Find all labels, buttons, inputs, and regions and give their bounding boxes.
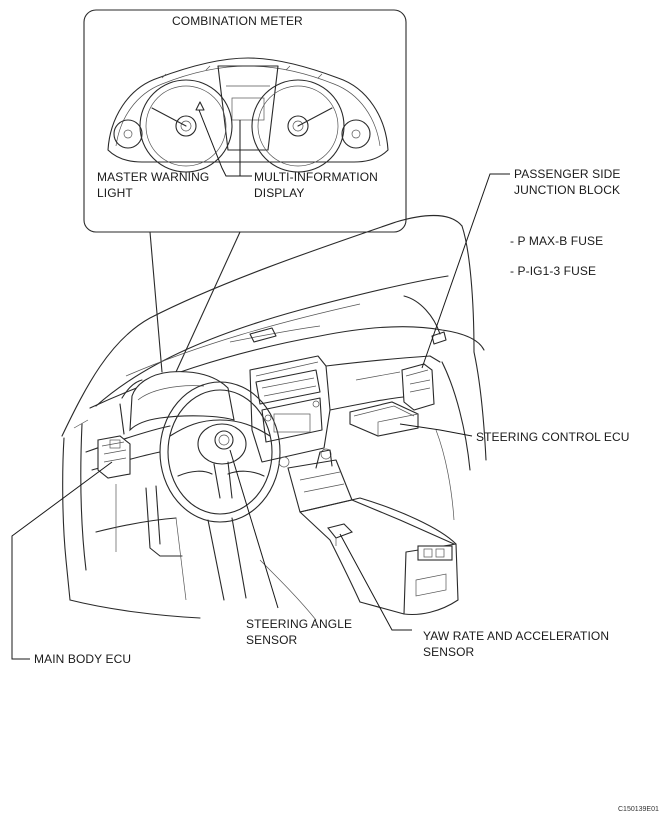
p-ig1-3-fuse-label: - P-IG1-3 FUSE — [510, 264, 597, 278]
main-body-ecu-label: MAIN BODY ECU — [34, 652, 132, 666]
combination-meter-callout — [83, 9, 407, 373]
master-warning-light-label-line1: MASTER WARNING — [97, 170, 210, 184]
leader-lines — [11, 173, 510, 660]
yaw-rate-sensor-label-line2: SENSOR — [423, 645, 475, 659]
passenger-side-junction-block-label-line2: JUNCTION BLOCK — [514, 183, 621, 197]
steering-angle-sensor-label-line1: STEERING ANGLE — [246, 617, 353, 631]
steering-control-ecu-label: STEERING CONTROL ECU — [476, 430, 630, 444]
combination-meter-label: COMBINATION METER — [172, 14, 303, 28]
steering-angle-sensor-label-line2: SENSOR — [246, 633, 298, 647]
multi-information-display-label-line1: MULTI-INFORMATION — [254, 170, 378, 184]
passenger-side-junction-block-label-line1: PASSENGER SIDE — [514, 167, 621, 181]
dashboard-drawing — [61, 215, 487, 621]
figure-id: C150139E01 — [618, 806, 659, 813]
master-warning-light-label-line2: LIGHT — [97, 186, 133, 200]
multi-information-display-label-line2: DISPLAY — [254, 186, 305, 200]
yaw-rate-sensor-label-line1: YAW RATE AND ACCELERATION — [423, 629, 610, 643]
p-max-b-fuse-label: - P MAX-B FUSE — [510, 234, 604, 248]
